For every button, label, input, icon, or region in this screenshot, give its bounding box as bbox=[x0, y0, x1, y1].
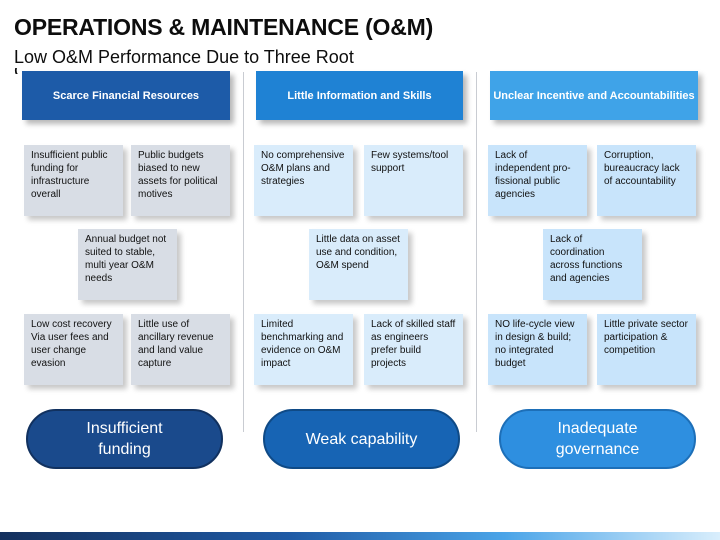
card-budgets-biased-new-assets: Public budgets biased to new assets for … bbox=[131, 145, 230, 216]
card-ancillary-revenue: Little use of ancillary revenue and land… bbox=[131, 314, 230, 385]
card-low-cost-recovery: Low cost recovery Via user fees and user… bbox=[24, 314, 123, 385]
header-little-information-skills: Little Information and Skills bbox=[256, 71, 463, 120]
card-annual-budget: Annual budget not suited to stable, mult… bbox=[78, 229, 177, 300]
header-scarce-financial-resources: Scarce Financial Resources bbox=[22, 71, 230, 120]
outcome-weak-capability: Weak capability bbox=[263, 409, 460, 469]
card-insufficient-public-funding: Insufficient public funding for infrastr… bbox=[24, 145, 123, 216]
card-little-private-sector: Little private sector participation & co… bbox=[597, 314, 696, 385]
card-lack-skilled-staff: Lack of skilled staff as engineers prefe… bbox=[364, 314, 463, 385]
header-unclear-incentive: Unclear Incentive and Accountabilities bbox=[490, 71, 698, 120]
column-divider-left bbox=[243, 72, 244, 432]
card-no-comprehensive-plans: No comprehensive O&M plans and strategie… bbox=[254, 145, 353, 216]
card-limited-benchmarking: Limited benchmarking and evidence on O&M… bbox=[254, 314, 353, 385]
card-no-life-cycle-view: NO life-cycle view in design & build; no… bbox=[488, 314, 587, 385]
card-little-data-asset-use: Little data on asset use and condition, … bbox=[309, 229, 408, 300]
card-lack-independent-agencies: Lack of independent pro-fissional public… bbox=[488, 145, 587, 216]
slide-subtitle: Low O&M Performance Due to Three Root bbox=[14, 47, 354, 67]
subtitle-overflow-line: C bbox=[14, 68, 28, 74]
slide-title: OPERATIONS & MAINTENANCE (O&M) bbox=[14, 14, 434, 40]
card-few-systems-tool-support: Few systems/tool support bbox=[364, 145, 463, 216]
footer-gradient-bar bbox=[0, 532, 720, 540]
outcome-insufficient-funding: Insufficient funding bbox=[26, 409, 223, 469]
column-divider-right bbox=[476, 72, 477, 432]
card-lack-coordination: Lack of coordination across functions an… bbox=[543, 229, 642, 300]
subtitle-overflow-text: C bbox=[14, 68, 28, 74]
card-corruption-bureaucracy: Corruption, bureaucracy lack of accounta… bbox=[597, 145, 696, 216]
outcome-inadequate-governance: Inadequate governance bbox=[499, 409, 696, 469]
